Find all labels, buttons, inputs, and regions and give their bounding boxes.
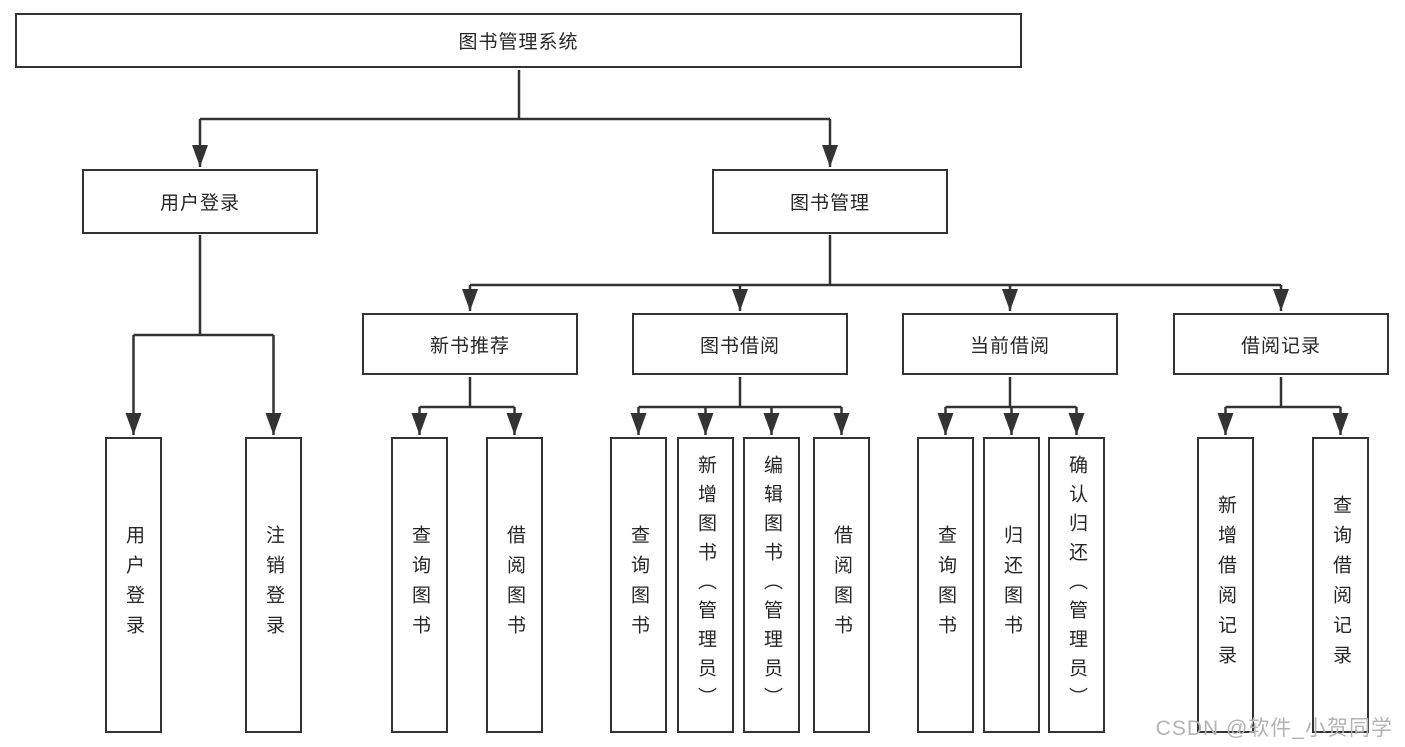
node-label: 查询图书: [628, 525, 649, 645]
leaf-query-borrow-record: 查询借阅记录: [1312, 437, 1369, 733]
node-borrowing-records: 借阅记录: [1173, 313, 1389, 375]
leaf-return-book: 归还图书: [983, 437, 1040, 733]
node-label: 用户登录: [159, 193, 240, 214]
node-user-login: 用户登录: [82, 169, 318, 234]
node-book-management: 图书管理: [712, 169, 948, 234]
leaf-borrow-books: 借阅图书: [813, 437, 870, 733]
node-library-management-system: 图书管理系统: [15, 13, 1022, 68]
node-label: 新书推荐: [429, 335, 510, 357]
leaf-edit-book-admin: 编辑图书（管理员）: [743, 437, 800, 733]
leaf-query-books-current: 查询图书: [917, 437, 974, 733]
node-current-borrowing: 当前借阅: [902, 313, 1118, 375]
node-label: 借阅图书: [831, 525, 852, 645]
leaf-add-borrow-record: 新增借阅记录: [1197, 437, 1254, 733]
node-book-borrowing: 图书借阅: [632, 313, 848, 375]
leaf-query-books-borrow: 查询图书: [610, 437, 667, 733]
node-label: 查询图书: [409, 525, 430, 645]
node-label: 归还图书: [1001, 525, 1022, 645]
node-label: 查询借阅记录: [1330, 495, 1351, 675]
leaf-query-books-recommend: 查询图书: [391, 437, 448, 733]
node-label: 借阅图书: [504, 525, 525, 645]
node-label: 图书管理系统: [458, 32, 579, 53]
node-new-book-recommendation: 新书推荐: [362, 313, 578, 375]
node-label: 借阅记录: [1240, 335, 1321, 357]
csdn-watermark: CSDN @软件_小贺同学: [1155, 717, 1393, 740]
node-label: 新增图书（管理员）: [695, 454, 716, 716]
node-label: 编辑图书（管理员）: [761, 454, 782, 716]
leaf-add-book-admin: 新增图书（管理员）: [677, 437, 734, 733]
leaf-user-login: 用户登录: [105, 437, 162, 733]
node-label: 图书借阅: [699, 335, 780, 357]
node-label: 当前借阅: [969, 335, 1050, 357]
leaf-confirm-return-admin: 确认归还（管理员）: [1048, 437, 1105, 733]
node-label: 确认归还（管理员）: [1066, 454, 1087, 716]
node-label: 用户登录: [123, 525, 144, 645]
node-label: 注销登录: [263, 525, 284, 645]
node-label: 图书管理: [789, 193, 870, 214]
leaf-logout: 注销登录: [245, 437, 302, 733]
node-label: 新增借阅记录: [1215, 495, 1236, 675]
leaf-borrow-books-recommend: 借阅图书: [486, 437, 543, 733]
node-label: 查询图书: [935, 525, 956, 645]
